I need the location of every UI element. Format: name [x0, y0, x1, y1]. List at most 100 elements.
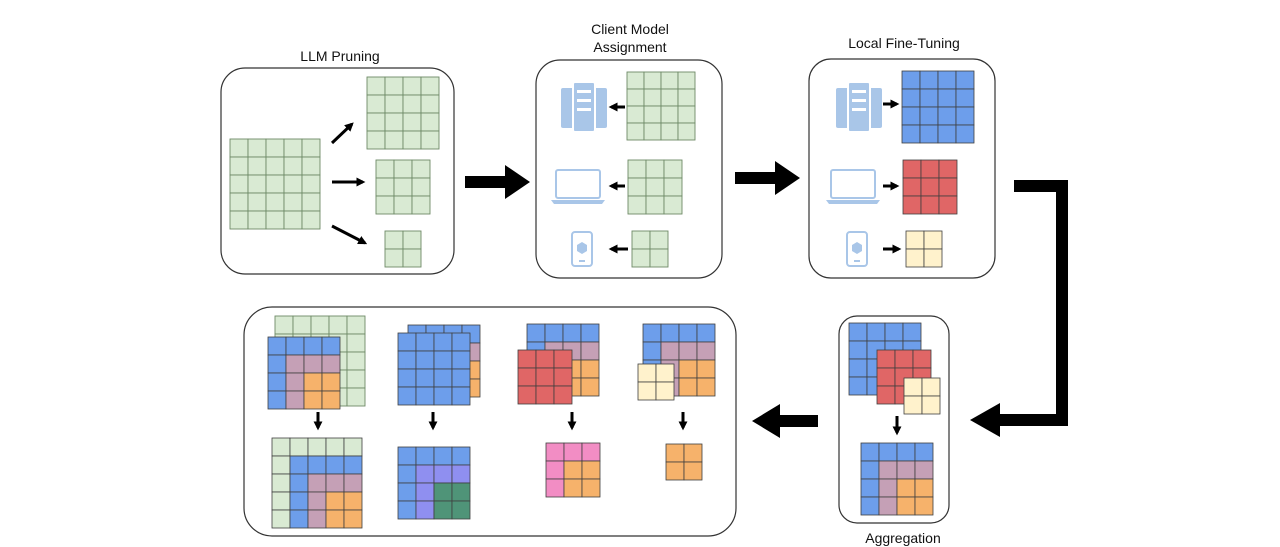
matrix-cell: [553, 367, 573, 387]
matrix-cell: [325, 455, 345, 475]
matrix-cell: [902, 159, 922, 179]
matrix-cell: [325, 473, 345, 493]
matrix-cell: [878, 460, 898, 480]
matrix-cell: [955, 124, 975, 144]
matrix-cell: [397, 446, 417, 466]
matrix-cell: [860, 496, 880, 516]
matrix-cell: [267, 354, 287, 374]
matrix-cell: [683, 461, 703, 481]
matrix-cell: [289, 437, 309, 457]
matrix-cell: [660, 323, 680, 343]
matrix-cell: [265, 174, 285, 194]
matrix-cell: [665, 443, 685, 463]
decomp-col4-output: [665, 443, 703, 481]
matrix-cell: [229, 138, 249, 158]
matrix-cell: [901, 124, 921, 144]
matrix-cell: [637, 381, 657, 401]
matrix-cell: [289, 491, 309, 511]
result-panel: [243, 306, 737, 537]
matrix-cell: [637, 363, 657, 383]
matrix-cell: [397, 386, 417, 406]
assigned-large-matrix: [626, 71, 696, 141]
matrix-cell: [878, 496, 898, 516]
finetuned-yellow-matrix: [905, 230, 943, 268]
matrix-cell: [919, 70, 939, 90]
matrix-cell: [631, 248, 651, 268]
matrix-cell: [626, 122, 645, 141]
matrix-cell: [307, 473, 327, 493]
matrix-cell: [451, 464, 471, 484]
phone-home-bar: [579, 260, 585, 262]
matrix-cell: [247, 210, 267, 230]
matrix-cell: [919, 88, 939, 108]
matrix-cell: [894, 349, 914, 369]
matrix-cell: [860, 478, 880, 498]
matrix-cell: [346, 333, 366, 353]
server-rack-left: [836, 88, 850, 128]
matrix-cell: [902, 177, 922, 197]
matrix-cell: [866, 322, 886, 342]
matrix-cell: [884, 322, 904, 342]
matrix-cell: [643, 88, 662, 107]
matrix-cell: [325, 509, 345, 529]
server-icon: [561, 81, 607, 133]
matrix-cell: [384, 94, 404, 114]
matrix-cell: [655, 363, 675, 383]
matrix-cell: [271, 473, 291, 493]
matrix-cell: [901, 88, 921, 108]
pruning-arrow-down: [331, 224, 368, 245]
matrix-cell: [343, 473, 363, 493]
matrix-cell: [451, 446, 471, 466]
matrix-cell: [411, 159, 431, 179]
matrix-cell: [643, 122, 662, 141]
matrix-cell: [937, 124, 957, 144]
matrix-cell: [451, 368, 471, 388]
matrix-cell: [545, 460, 565, 480]
matrix-cell: [627, 159, 647, 179]
matrix-cell: [328, 315, 348, 335]
matrix-cell: [366, 94, 386, 114]
matrix-cell: [901, 106, 921, 126]
matrix-cell: [397, 464, 417, 484]
laptop-screen: [555, 169, 601, 199]
assignment-panel: [535, 59, 723, 279]
pruned-small-matrix: [384, 230, 422, 268]
matrix-cell: [384, 112, 404, 132]
laptop-screen: [830, 169, 876, 199]
matrix-cell: [397, 500, 417, 520]
matrix-cell: [921, 395, 941, 415]
matrix-cell: [848, 376, 868, 396]
matrix-cell: [303, 336, 323, 356]
matrix-cell: [563, 478, 583, 498]
matrix-cell: [451, 500, 471, 520]
matrix-cell: [267, 390, 287, 410]
decomp-col3-output: [545, 442, 601, 498]
matrix-cell: [303, 354, 323, 374]
matrix-cell: [289, 455, 309, 475]
matrix-cell: [283, 138, 303, 158]
pruned-large-matrix: [366, 76, 440, 150]
aggregated-matrix: [860, 442, 934, 516]
matrix-cell: [901, 70, 921, 90]
matrix-cell: [914, 478, 934, 498]
decomp-col3-stack: [517, 323, 600, 405]
phone-icon: [846, 231, 868, 267]
matrix-cell: [696, 341, 716, 361]
matrix-cell: [581, 478, 601, 498]
matrix-cell: [415, 500, 435, 520]
matrix-cell: [955, 70, 975, 90]
matrix-cell: [860, 442, 880, 462]
matrix-cell: [955, 88, 975, 108]
matrix-cell: [678, 341, 698, 361]
matrix-cell: [420, 76, 440, 96]
matrix-cell: [283, 210, 303, 230]
matrix-cell: [433, 464, 453, 484]
matrix-cell: [631, 230, 651, 250]
matrix-cell: [310, 315, 330, 335]
matrix-cell: [696, 323, 716, 343]
decomp-col4-stack: [637, 323, 716, 401]
matrix-cell: [451, 350, 471, 370]
matrix-cell: [876, 349, 896, 369]
full-model-matrix: [229, 138, 321, 230]
